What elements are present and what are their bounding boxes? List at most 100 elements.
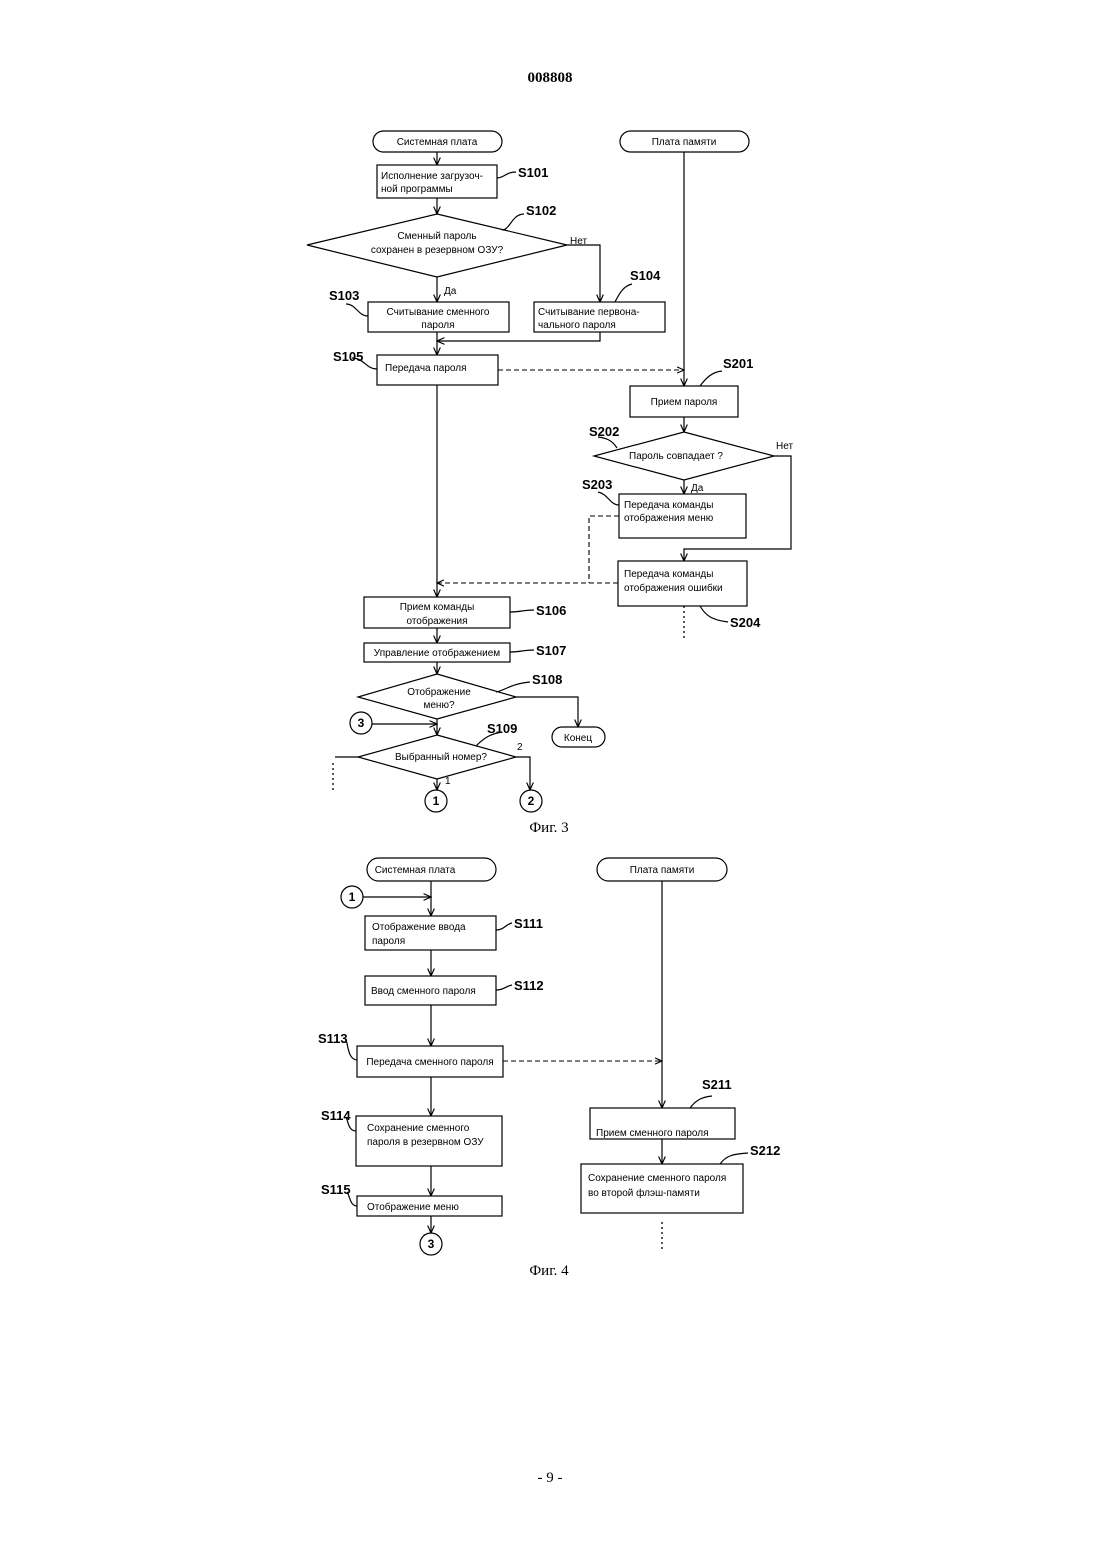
s105-label: S105 bbox=[333, 349, 363, 364]
step-s111: Отображение ввода пароля S111 bbox=[365, 916, 543, 950]
s111-line1: Отображение ввода bbox=[372, 921, 466, 933]
step-s113: Передача сменного пароля S113 bbox=[318, 1031, 503, 1077]
s102-line2: сохранен в резервном ОЗУ? bbox=[371, 245, 504, 256]
s106-line2: отображения bbox=[407, 615, 468, 627]
s212-line1: Сохранение сменного пароля bbox=[588, 1173, 726, 1184]
conn2-label: 2 bbox=[528, 794, 535, 808]
fig3-caption: Фиг. 3 bbox=[529, 820, 568, 836]
s203-line1: Передача команды bbox=[624, 500, 713, 511]
s112-label: S112 bbox=[514, 978, 544, 993]
fig3-lane-memory-label: Плата памяти bbox=[652, 137, 717, 148]
fig3-lane-memory-board: Плата памяти bbox=[620, 131, 749, 152]
s201-line1: Прием пароля bbox=[651, 397, 718, 408]
s113-line1: Передача сменного пароля bbox=[366, 1057, 493, 1068]
s202-line1: Пароль совпадает ? bbox=[629, 451, 723, 462]
page-header: 008808 bbox=[528, 70, 573, 86]
conn3-label: 3 bbox=[358, 716, 365, 730]
conn1-label: 1 bbox=[433, 794, 440, 808]
step-s103: Считывание сменного пароля S103 bbox=[329, 288, 509, 332]
fig4-conn1-label: 1 bbox=[349, 890, 356, 904]
fig4-caption: Фиг. 4 bbox=[529, 1263, 569, 1279]
s102-line1: Сменный пароль bbox=[397, 231, 476, 242]
s108-line1: Отображение bbox=[407, 686, 471, 698]
s115-line1: Отображение меню bbox=[367, 1201, 459, 1213]
step-s115: Отображение меню S115 bbox=[321, 1182, 502, 1216]
connector-3-in: 3 bbox=[350, 712, 372, 734]
s109-out2-label: 2 bbox=[517, 742, 523, 753]
fig4-lane-memory-board: Плата памяти bbox=[597, 858, 727, 881]
fig3-lane-system-label: Системная плата bbox=[397, 137, 478, 148]
s102-label: S102 bbox=[526, 203, 556, 218]
s108-label: S108 bbox=[532, 672, 562, 687]
step-s107: Управление отображением S107 bbox=[364, 643, 566, 662]
s202-label: S202 bbox=[589, 424, 619, 439]
s106-label: S106 bbox=[536, 603, 566, 618]
decision-s102: Сменный пароль сохранен в резервном ОЗУ?… bbox=[307, 203, 587, 297]
s112-line1: Ввод сменного пароля bbox=[371, 986, 476, 997]
fig4-lane-memory-label: Плата памяти bbox=[630, 865, 695, 876]
s115-label: S115 bbox=[321, 1182, 351, 1197]
s105-line1: Передача пароля bbox=[385, 363, 467, 374]
decision-s202: Пароль совпадает ? S202 Нет Да bbox=[589, 424, 793, 494]
s104-label: S104 bbox=[630, 268, 661, 283]
decision-s108: Отображение меню? S108 bbox=[358, 672, 562, 719]
s106-line1: Прием команды bbox=[400, 602, 475, 613]
terminator-end: Конец bbox=[552, 727, 605, 747]
s111-label: S111 bbox=[514, 916, 543, 931]
step-s201: Прием пароля S201 bbox=[630, 356, 753, 417]
end-label: Конец bbox=[564, 733, 592, 744]
step-s112: Ввод сменного пароля S112 bbox=[365, 976, 544, 1005]
fig4-conn3-label: 3 bbox=[428, 1237, 435, 1251]
fig4-lane-system-label: Системная плата bbox=[375, 865, 456, 876]
s103-line2: пароля bbox=[421, 320, 454, 331]
step-s203: Передача команды отображения меню S203 bbox=[582, 477, 746, 538]
step-s106: Прием команды отображения S106 bbox=[364, 597, 566, 628]
s109-line1: Выбранный номер? bbox=[395, 751, 487, 763]
s113-label: S113 bbox=[318, 1031, 348, 1046]
s101-line1: Исполнение загрузоч- bbox=[381, 171, 483, 182]
s202-no-label: Нет bbox=[776, 441, 793, 452]
fig4-lane-system-board: Системная плата bbox=[367, 858, 496, 881]
step-s204: Передача команды отображения ошибки S204 bbox=[618, 561, 761, 630]
s114-label: S114 bbox=[321, 1108, 351, 1123]
decision-s109: Выбранный номер? S109 1 2 bbox=[358, 721, 523, 787]
s104-line1: Считывание первона- bbox=[538, 307, 640, 318]
s114-line1: Сохранение сменного bbox=[367, 1123, 470, 1134]
connector-1-out: 1 bbox=[425, 790, 447, 812]
s204-line1: Передача команды bbox=[624, 569, 713, 580]
s211-line1: Прием сменного пароля bbox=[596, 1128, 709, 1139]
s203-label: S203 bbox=[582, 477, 612, 492]
s201-label: S201 bbox=[723, 356, 753, 371]
step-s105: Передача пароля S105 bbox=[333, 349, 498, 385]
page-number: - 9 - bbox=[538, 1470, 563, 1486]
fig4-connector-3-out: 3 bbox=[420, 1233, 442, 1255]
s107-line1: Управление отображением bbox=[374, 647, 501, 659]
s212-label: S212 bbox=[750, 1143, 780, 1158]
s211-label: S211 bbox=[702, 1077, 732, 1092]
s109-out1-label: 1 bbox=[445, 776, 451, 787]
fig3-lane-system-board: Системная плата bbox=[373, 131, 502, 152]
step-s101: Исполнение загрузоч- ной программы S101 bbox=[377, 165, 548, 198]
connector-2-out: 2 bbox=[520, 790, 542, 812]
s114-line2: пароля в резервном ОЗУ bbox=[367, 1137, 484, 1148]
s103-label: S103 bbox=[329, 288, 359, 303]
s202-yes-label: Да bbox=[691, 483, 704, 494]
s111-line2: пароля bbox=[372, 936, 405, 947]
fig4-diagram: Системная плата Плата памяти 1 Отображен… bbox=[318, 858, 780, 1279]
s101-label: S101 bbox=[518, 165, 548, 180]
s204-line2: отображения ошибки bbox=[624, 582, 723, 594]
fig4-connector-1-in: 1 bbox=[341, 886, 363, 908]
s203-line2: отображения меню bbox=[624, 512, 714, 524]
s104-line2: чального пароля bbox=[538, 320, 616, 331]
s204-label: S204 bbox=[730, 615, 761, 630]
s102-yes-label: Да bbox=[444, 286, 457, 297]
s103-line1: Считывание сменного bbox=[387, 307, 490, 318]
s107-label: S107 bbox=[536, 643, 566, 658]
s109-label: S109 bbox=[487, 721, 517, 736]
step-s212: Сохранение сменного пароля во второй флэ… bbox=[581, 1143, 780, 1213]
s101-line2: ной программы bbox=[381, 184, 453, 195]
s108-line2: меню? bbox=[423, 700, 454, 711]
fig3-diagram: Системная плата Плата памяти Исполнение … bbox=[307, 131, 793, 836]
